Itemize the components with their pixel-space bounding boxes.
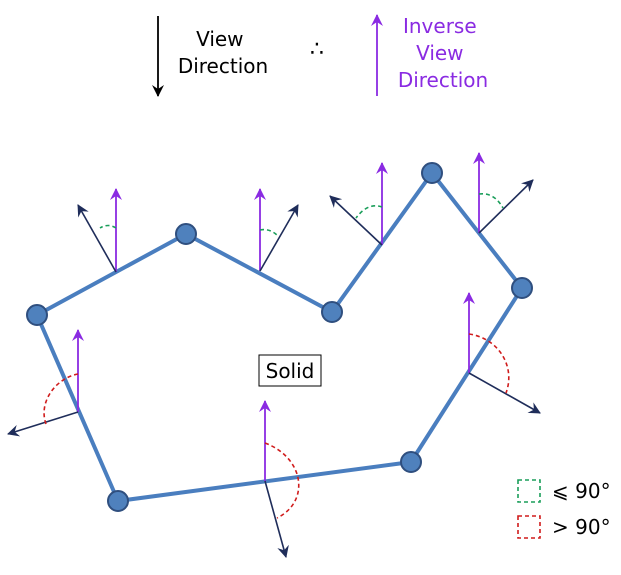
obtuse-angle-arc: [468, 333, 510, 394]
surface-normal-arrow: [77, 204, 117, 273]
solid-polygon: [35, 171, 524, 503]
view-direction-label: View Direction: [178, 27, 268, 78]
edge-normal-group-1: [77, 188, 122, 273]
vertex: [175, 223, 197, 245]
vertex: [400, 451, 422, 473]
edge-normal-group-2: [254, 188, 299, 272]
surface-normal-arrow: [7, 411, 79, 437]
edge-normal-group-5: [7, 329, 84, 437]
vertex: [511, 277, 533, 299]
surface-normal-arrow: [478, 179, 534, 234]
solid-label-box: [258, 354, 322, 387]
legend-obtuse-label: > 90°: [552, 515, 611, 539]
edge-normal-group-6: [259, 400, 300, 558]
vertex: [107, 490, 129, 512]
vertex: [26, 304, 48, 326]
therefore-symbol: ∴: [310, 37, 324, 62]
surface-normal-arrow: [329, 195, 383, 246]
acute-angle-arc: [355, 205, 383, 219]
acute-angle-arc: [259, 228, 279, 237]
solid-label: Solid: [266, 359, 315, 383]
inverse-view-direction-label: Inverse View Direction: [398, 14, 488, 92]
polygon-vertices: [26, 162, 533, 512]
obtuse-angle-arc: [264, 442, 300, 519]
acute-angle-arc: [99, 224, 117, 229]
legend-acute-label: ⩽ 90°: [552, 479, 611, 503]
vertex: [421, 162, 443, 184]
legend-acute-swatch: [517, 479, 541, 503]
acute-angle-arc: [478, 192, 504, 209]
surface-normal-arrow: [468, 372, 541, 414]
surface-normal-arrow: [264, 480, 289, 558]
surface-normal-arrow: [259, 204, 299, 272]
legend-obtuse-swatch: [517, 515, 541, 539]
vertex: [321, 301, 343, 323]
edge-normal-group-7: [463, 292, 541, 414]
edge-normal-group-3: [329, 162, 388, 246]
edge-normal-group-4: [473, 152, 534, 234]
